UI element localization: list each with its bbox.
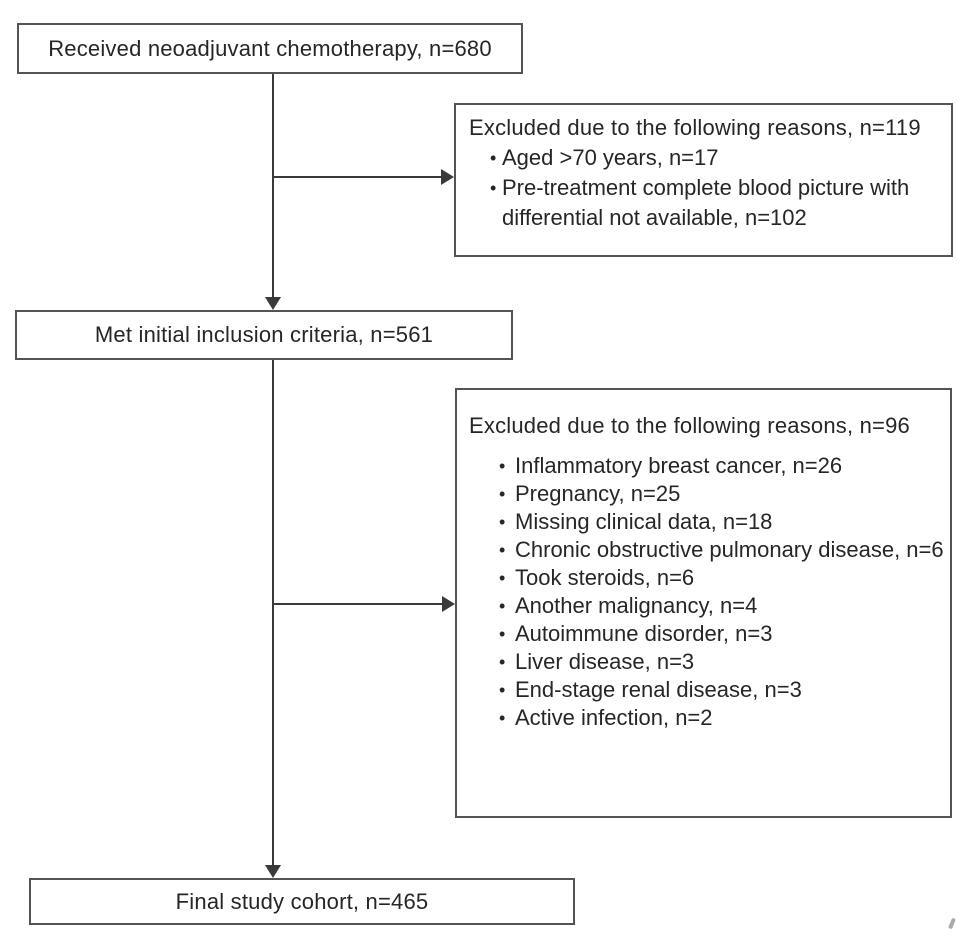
connector-branch-to-exclusion2 [273,603,444,605]
arrowhead-down-to-met-icon [265,297,281,310]
box-met-label: Met initial inclusion criteria, n=561 [94,322,434,347]
list-item: Another malignancy, n=4 [499,592,944,620]
arrowhead-right-to-exclusion1-icon [441,169,454,185]
list-item: Chronic obstructive pulmonary disease, n… [499,536,944,564]
arrowhead-right-to-exclusion2-icon [442,596,455,612]
list-item: Autoimmune disorder, n=3 [499,620,944,648]
list-item: Missing clinical data, n=18 [499,508,944,536]
list-item: Pre-treatment complete blood picture wit… [490,173,945,233]
box-exclusion-reasons-1: Excluded due to the following reasons, n… [454,103,953,257]
arrowhead-down-to-final-icon [265,865,281,878]
exclusion2-title: Excluded due to the following reasons, n… [469,413,910,438]
connector-met-to-final [272,360,274,866]
list-item: Aged >70 years, n=17 [490,143,945,173]
list-item: Inflammatory breast cancer, n=26 [499,452,944,480]
list-item: Took steroids, n=6 [499,564,944,592]
box-exclusion-reasons-2: Excluded due to the following reasons, n… [455,388,952,818]
exclusion2-list: Inflammatory breast cancer, n=26 Pregnan… [499,452,950,732]
box-met-initial-inclusion-criteria: Met initial inclusion criteria, n=561 [15,310,513,360]
list-item: Liver disease, n=3 [499,648,944,676]
connector-branch-to-exclusion1 [273,176,443,178]
connector-received-to-met [272,74,274,300]
exclusion1-list: Aged >70 years, n=17 Pre-treatment compl… [490,143,951,233]
box-received-label: Received neoadjuvant chemotherapy, n=680 [48,35,492,61]
box-final-study-cohort: Final study cohort, n=465 [29,878,575,925]
scan-artifact-mark [948,917,956,930]
exclusion1-title: Excluded due to the following reasons, n… [469,115,921,140]
box-received-neoadjuvant-chemotherapy: Received neoadjuvant chemotherapy, n=680 [17,23,523,74]
list-item: End-stage renal disease, n=3 [499,676,944,704]
list-item: Pregnancy, n=25 [499,480,944,508]
box-final-label: Final study cohort, n=465 [175,888,429,914]
list-item: Active infection, n=2 [499,704,944,732]
